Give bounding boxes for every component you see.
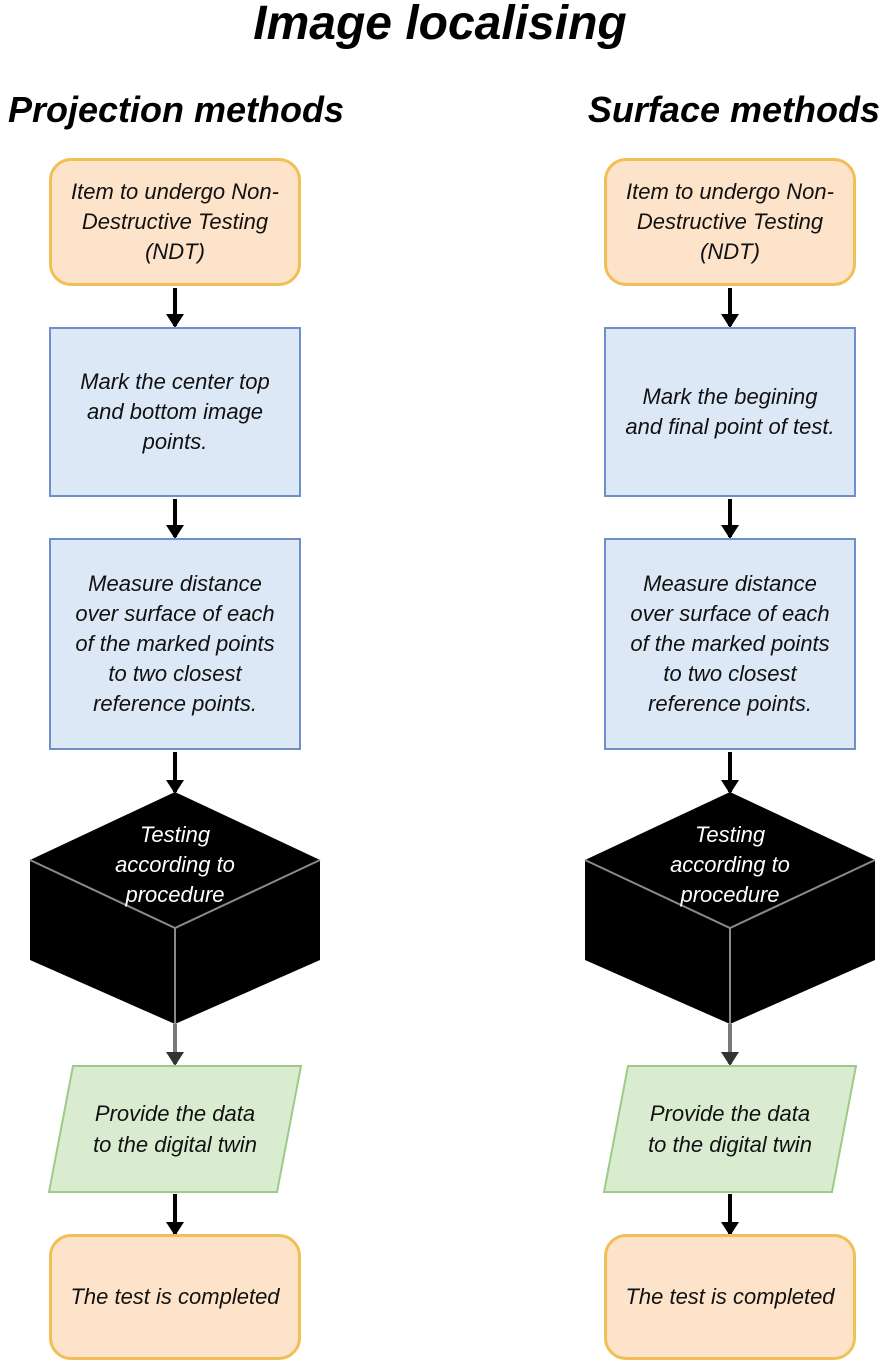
end-terminal: The test is completed <box>604 1234 856 1360</box>
start-text: Item to undergo Non- Destructive Testing… <box>71 179 279 264</box>
mark-points-process: Mark the center top and bottom image poi… <box>49 327 301 497</box>
end-terminal: The test is completed <box>49 1234 301 1360</box>
testing-text: Testing according to procedure <box>115 822 235 907</box>
flow-arrow <box>721 1024 739 1066</box>
flow-arrow <box>721 752 739 794</box>
start-terminal: Item to undergo Non- Destructive Testing… <box>49 158 301 286</box>
diagram-title: Image localising <box>253 0 627 50</box>
measure-distance-text: Measure distance over surface of each of… <box>630 571 830 716</box>
flow-arrow <box>166 752 184 794</box>
start-terminal: Item to undergo Non- Destructive Testing… <box>604 158 856 286</box>
surface-methods-heading: Surface methods <box>587 89 880 130</box>
mark-points-text: Mark the begining and final point of tes… <box>625 384 835 439</box>
testing-text: Testing according to procedure <box>670 822 790 907</box>
measure-distance-text: Measure distance over surface of each of… <box>75 571 275 716</box>
provide-data-text: Provide the data to the digital twin <box>648 1101 812 1157</box>
provide-data-io: Provide the data to the digital twin <box>47 1064 303 1194</box>
testing-cube: Testing according to procedure <box>583 792 877 1024</box>
flow-arrow <box>166 288 184 328</box>
projection-methods-heading: Projection methods <box>7 89 345 130</box>
measure-distance-process: Measure distance over surface of each of… <box>604 538 856 750</box>
measure-distance-process: Measure distance over surface of each of… <box>49 538 301 750</box>
flow-arrow <box>721 288 739 328</box>
projection-methods-flow: Item to undergo Non- Destructive Testing… <box>10 0 340 1362</box>
flow-arrow <box>166 1194 184 1236</box>
end-text: The test is completed <box>70 1284 280 1309</box>
testing-cube: Testing according to procedure <box>28 792 322 1024</box>
mark-points-text: Mark the center top and bottom image poi… <box>80 369 270 454</box>
flow-arrow <box>166 499 184 539</box>
flow-arrow <box>166 1024 184 1066</box>
provide-data-io: Provide the data to the digital twin <box>602 1064 858 1194</box>
start-text: Item to undergo Non- Destructive Testing… <box>626 179 834 264</box>
provide-data-text: Provide the data to the digital twin <box>93 1101 257 1157</box>
end-text: The test is completed <box>625 1284 835 1309</box>
mark-points-process: Mark the begining and final point of tes… <box>604 327 856 497</box>
flow-arrow <box>721 1194 739 1236</box>
flow-arrow <box>721 499 739 539</box>
surface-methods-flow: Item to undergo Non- Destructive Testing… <box>565 0 880 1362</box>
